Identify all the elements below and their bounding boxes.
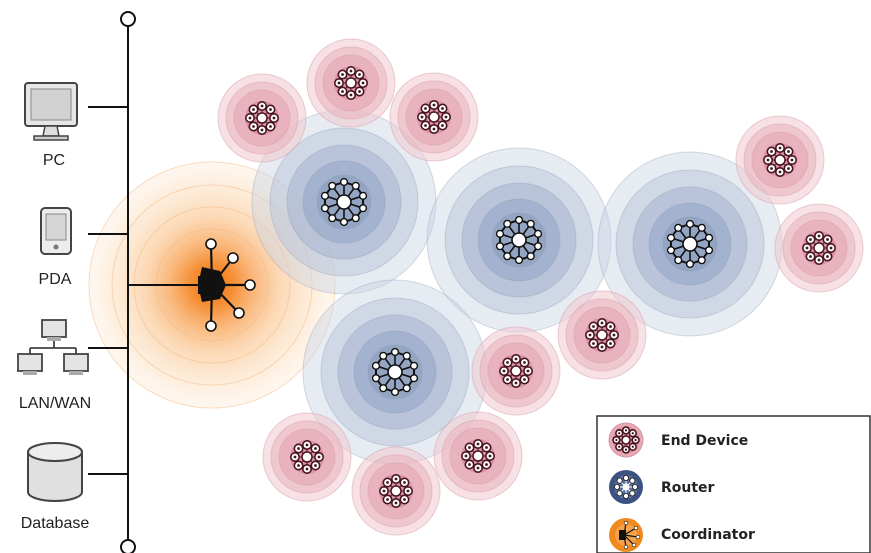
- legend-label-coordinator: Coordinator: [661, 527, 755, 543]
- bus-bottom-terminal: [120, 539, 136, 553]
- network-icon: [17, 319, 89, 375]
- backbone-bus: [88, 11, 205, 553]
- end-device-node: [498, 353, 533, 388]
- end-device-node: [612, 426, 640, 454]
- legend-label-router: Router: [661, 480, 715, 496]
- legend-end-device-icon: [608, 422, 644, 458]
- router-node: [371, 347, 419, 397]
- device-label-lan-wan: LAN/WAN: [19, 395, 91, 412]
- end-device-node: [245, 101, 279, 136]
- end-device-node: [333, 66, 368, 101]
- database-icon: [27, 442, 83, 502]
- end-device-node: [801, 231, 836, 266]
- end-device-node: [416, 100, 451, 135]
- end-device-node: [762, 143, 797, 178]
- router-node: [495, 215, 543, 265]
- pda-icon: [40, 207, 72, 255]
- legend-label-end-device: End Device: [661, 433, 748, 449]
- end-device-node: [289, 439, 324, 474]
- router-node: [320, 177, 368, 227]
- bus-top-terminal: [120, 11, 136, 27]
- device-label-database: Database: [21, 515, 90, 532]
- network-nodes: [198, 66, 836, 508]
- legend: End Device Router Coordinator: [596, 415, 871, 553]
- monitor-icon: [24, 82, 78, 141]
- end-device-node: [460, 438, 495, 473]
- device-label-pda: PDA: [39, 271, 72, 288]
- end-device-node: [378, 473, 413, 508]
- legend-coordinator-icon: [609, 518, 643, 552]
- end-device-node: [584, 317, 619, 352]
- coordinator-node: [198, 238, 256, 332]
- device-label-pc: PC: [43, 152, 65, 169]
- legend-router-icon: [609, 470, 643, 504]
- router-node: [666, 219, 714, 269]
